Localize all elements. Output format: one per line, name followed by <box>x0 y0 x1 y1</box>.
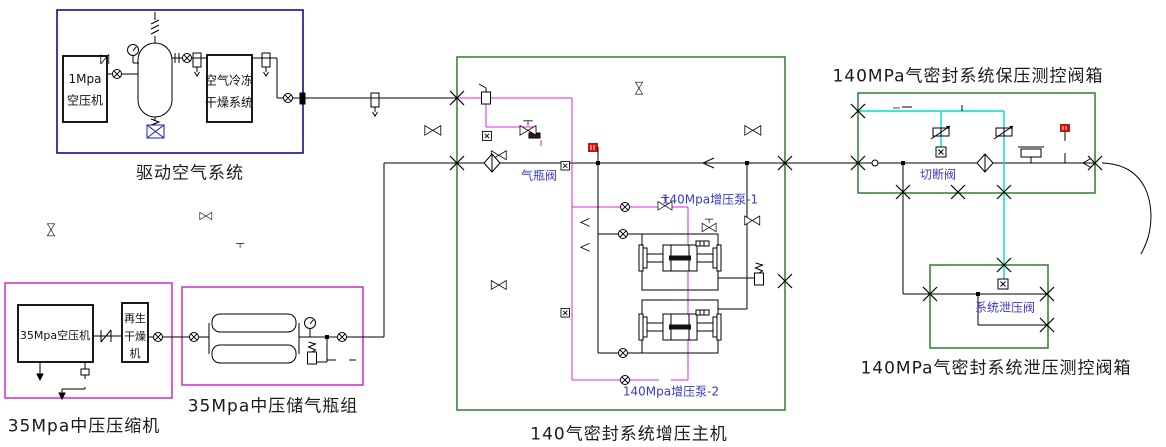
vent-valve-icon <box>199 212 213 220</box>
coupler-icon <box>182 53 192 63</box>
air-dryer-box <box>206 54 253 123</box>
air-dryer-line2: 干燥系统 <box>204 95 254 110</box>
mp-compressor-label: 35Mpa中压压缩机 <box>7 416 161 437</box>
pressure-gauge-icon <box>127 44 139 56</box>
booster-pump-1-icon <box>638 240 722 272</box>
system-relief-valve-icon <box>744 215 761 226</box>
pump2-air-valve-icon <box>490 280 507 290</box>
cylinder-valve-label: 气瓶阀 <box>520 168 558 183</box>
coupler-icon <box>189 332 199 342</box>
air-dryer-line1: 空气冷冻 <box>204 73 254 88</box>
lp-compressor-box <box>62 55 108 123</box>
pressure-gauge-icon <box>304 317 316 329</box>
damper-icon <box>1020 148 1042 158</box>
relief-valve-icon <box>307 341 317 365</box>
test-article-hose <box>1101 162 1152 255</box>
mp-compressor-unit-label: 35Mpa空压机 <box>19 329 91 342</box>
regen-dryer-line1: 再生 <box>124 312 146 325</box>
coupler-icon <box>618 229 628 239</box>
regen-dryer-box <box>121 302 149 363</box>
relief-valve-box-label: 140MPa气密封系统泄压测控阀箱 <box>860 358 1132 379</box>
signal-lines <box>858 110 1005 279</box>
air-tank <box>137 42 173 118</box>
check-valve-icon <box>580 218 591 227</box>
cutoff-valve-icon <box>744 125 762 136</box>
system-relief-valve-label: 系统泄压阀 <box>974 300 1036 315</box>
cylinder-valve-icon <box>424 125 442 136</box>
mp-compressor-group <box>4 223 173 401</box>
booster-pump-1-label: 140Mpa增压泵-1 <box>661 192 759 207</box>
mp-storage-label: 35Mpa中压储气瓶组 <box>187 396 359 417</box>
coupler-icon <box>618 348 628 358</box>
gas-cylinder <box>211 313 297 333</box>
filter-icon <box>976 153 994 173</box>
coupler-icon <box>620 202 630 212</box>
filter-icon <box>483 153 501 173</box>
needle-valve-icon <box>635 81 643 95</box>
booster-pump-2-label: 140Mpa增压泵-2 <box>622 384 720 399</box>
drain-valve-icon <box>80 368 90 376</box>
regen-dryer-line3: 机 <box>129 347 141 360</box>
pressure-sensor <box>1060 124 1070 132</box>
control-air-lines <box>457 97 689 381</box>
booster-main-label: 140气密封系统增压主机 <box>530 424 728 445</box>
fitting-icon <box>871 159 879 167</box>
gas-cylinder <box>211 344 297 364</box>
coupler-icon <box>112 69 122 79</box>
drive-air-system-label: 驱动空气系统 <box>136 163 244 184</box>
coupler-icon <box>337 332 347 342</box>
drain-valve-icon <box>47 223 55 237</box>
lp-compressor-line1: 1Mpa <box>68 72 102 86</box>
regen-dryer-line2: 干燥 <box>124 330 146 343</box>
holding-valve-box-group <box>635 81 1096 294</box>
mp-compressor-box <box>17 304 94 363</box>
coupler-icon <box>153 332 163 342</box>
booster-pump-2-icon <box>638 309 722 341</box>
relief-valve-box-group <box>657 197 1049 349</box>
booster-main-group <box>424 56 786 411</box>
bulkhead-fitting <box>299 92 306 105</box>
drive-air-system-group <box>56 9 306 154</box>
vent-valve-icon <box>701 222 717 233</box>
flow-arrow <box>1081 158 1091 168</box>
auto-drain-icon <box>146 124 165 139</box>
relief-valve-icon <box>754 262 764 286</box>
filter-drain-icon <box>370 92 380 117</box>
cutoff-valve-label: 切断阀 <box>919 167 957 182</box>
check-valve-icon <box>580 242 591 252</box>
filter-drain-icon <box>261 52 271 77</box>
filter-drain-icon <box>192 52 202 77</box>
mp-storage-group <box>172 212 384 386</box>
tank-relief-valve-icon <box>150 12 160 35</box>
air-regulator-icon <box>478 83 491 105</box>
holding-valve-box-label: 140MPa气密封系统保压测控阀箱 <box>832 66 1104 87</box>
coupler-icon <box>283 93 293 103</box>
pressure-sensor <box>588 143 598 152</box>
lp-compressor-line2: 空压机 <box>66 93 104 108</box>
